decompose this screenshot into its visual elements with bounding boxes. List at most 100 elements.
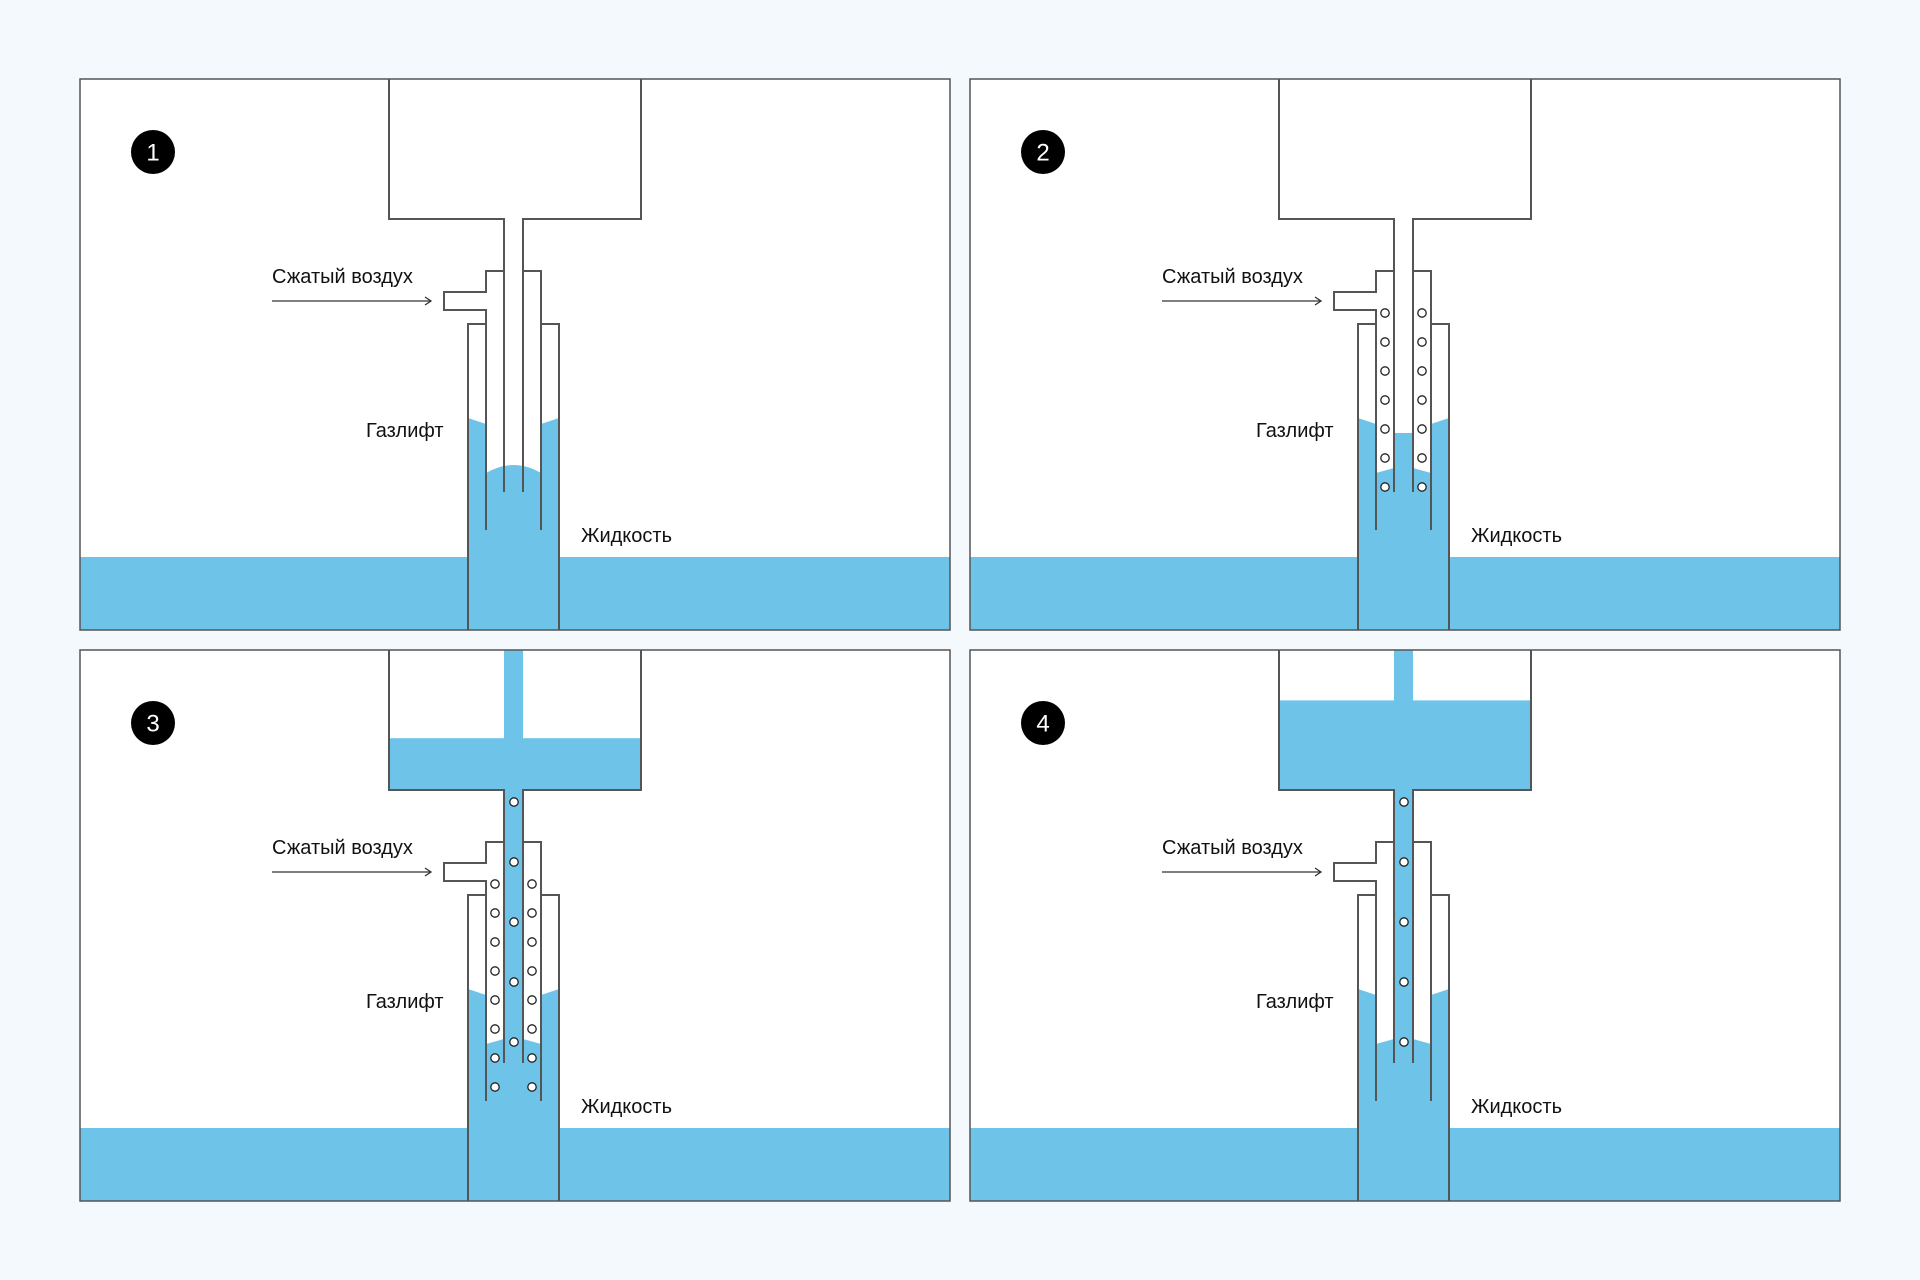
air-bubble <box>527 966 537 976</box>
riser-pipe-left-wall <box>1278 79 1395 492</box>
air-bubble <box>1417 395 1427 405</box>
air-bubble <box>527 1024 537 1034</box>
air-bubble <box>490 1082 500 1092</box>
air-bubble <box>490 995 500 1005</box>
riser-bubble <box>1399 857 1409 867</box>
air-jacket-right-wall <box>1413 270 1432 530</box>
well-pipe-right-wall <box>541 894 560 1201</box>
jacket-water-right <box>1413 468 1431 530</box>
well-pipe-left-wall <box>467 323 486 630</box>
panel-border <box>79 78 951 631</box>
riser-bubble <box>509 917 519 927</box>
riser-pipe-right-wall <box>1412 79 1532 492</box>
riser-bubble <box>509 797 519 807</box>
step-number: 4 <box>1036 711 1049 738</box>
liquid-label: Жидкость <box>1471 525 1562 547</box>
arrow-right-icon <box>1314 867 1323 877</box>
air-bubble <box>527 879 537 889</box>
gaslift-label: Газлифт <box>366 420 444 442</box>
step-badge <box>1021 130 1065 174</box>
riser-pipe-right-wall <box>1412 650 1532 1063</box>
air-bubble <box>1380 482 1390 492</box>
air-jacket-right-wall <box>523 270 542 530</box>
compressed-air-label: Сжатый воздух <box>1162 837 1303 859</box>
jacket-water-left <box>1376 1039 1394 1101</box>
step-badge <box>1021 701 1065 745</box>
air-bubble <box>1417 337 1427 347</box>
air-bubble <box>1417 482 1427 492</box>
panel-border <box>969 78 1841 631</box>
air-bubble <box>490 937 500 947</box>
air-bubble <box>1380 453 1390 463</box>
air-bubble <box>1380 395 1390 405</box>
well-bottom-water <box>1358 530 1449 630</box>
well-bottom-water <box>1358 1101 1449 1201</box>
gaslift-label: Газлифт <box>366 991 444 1013</box>
well-pipe-right-wall <box>1431 894 1450 1201</box>
air-bubble <box>1380 308 1390 318</box>
well-pipe-left-wall <box>1357 323 1376 630</box>
well-pipe-right-wall <box>1431 323 1450 630</box>
step-number: 3 <box>146 711 159 738</box>
air-bubble <box>527 908 537 918</box>
riser-bubble <box>1399 917 1409 927</box>
air-bubble <box>527 1053 537 1063</box>
riser-bubble <box>509 857 519 867</box>
arrow-right-icon <box>424 867 433 877</box>
riser-bubble <box>509 977 519 987</box>
air-bubble <box>490 1024 500 1034</box>
riser-pipe-right-wall <box>522 650 642 1063</box>
well-bottom-water <box>468 1101 559 1201</box>
liquid-label: Жидкость <box>1471 1096 1562 1118</box>
air-bubble <box>1380 424 1390 434</box>
well-pipe-left-wall <box>1357 894 1376 1201</box>
well-pipe-left-wall <box>467 894 486 1201</box>
arrow-right-icon <box>1314 296 1323 306</box>
gaslift-label: Газлифт <box>1256 991 1334 1013</box>
riser-water <box>504 650 523 1101</box>
riser-pipe-left-wall <box>388 79 505 492</box>
air-jacket-right-wall <box>1413 841 1432 1101</box>
tank-water <box>389 738 641 790</box>
jacket-water-right <box>1413 1039 1431 1101</box>
air-bubble <box>490 908 500 918</box>
air-jacket-right-wall <box>523 841 542 1101</box>
jacket-water-left <box>1376 468 1394 530</box>
air-jacket-left-wall <box>443 841 504 1101</box>
liquid-label: Жидкость <box>581 525 672 547</box>
air-bubble <box>1417 453 1427 463</box>
panel-border <box>969 649 1841 1202</box>
step-number: 1 <box>146 140 159 167</box>
air-bubble <box>527 937 537 947</box>
compressed-air-label: Сжатый воздух <box>272 266 413 288</box>
tank-water <box>1279 700 1531 790</box>
air-bubble <box>490 1053 500 1063</box>
air-bubble <box>1417 366 1427 376</box>
air-bubble <box>490 879 500 889</box>
liquid-label: Жидкость <box>581 1096 672 1118</box>
riser-bubble <box>1399 797 1409 807</box>
air-bubble <box>1417 308 1427 318</box>
riser-pipe-left-wall <box>1278 650 1395 1063</box>
riser-bubble <box>509 1037 519 1047</box>
riser-pipe-left-wall <box>388 650 505 1063</box>
jacket-water <box>486 465 541 530</box>
air-bubble <box>527 995 537 1005</box>
compressed-air-label: Сжатый воздух <box>1162 266 1303 288</box>
riser-bubble <box>1399 977 1409 987</box>
riser-water <box>1394 433 1413 530</box>
step-badge <box>131 130 175 174</box>
well-pipe-right-wall <box>541 323 560 630</box>
air-bubble <box>527 1082 537 1092</box>
panel-border <box>79 649 951 1202</box>
well-bottom-water <box>468 530 559 630</box>
air-jacket-left-wall <box>1333 270 1394 530</box>
air-jacket-left-wall <box>1333 841 1394 1101</box>
air-bubble <box>490 966 500 976</box>
arrow-right-icon <box>424 296 433 306</box>
